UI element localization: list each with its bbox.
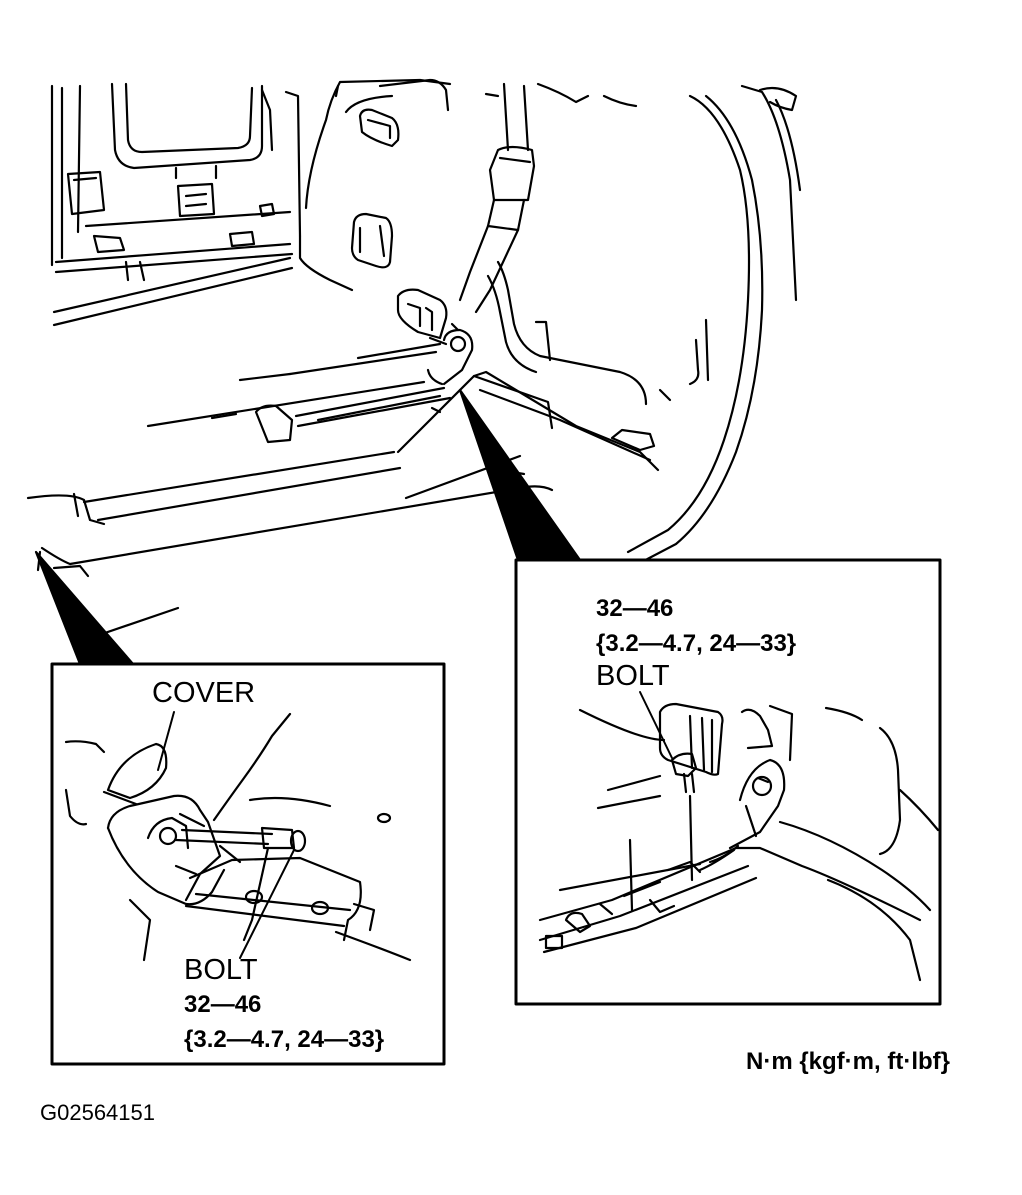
left-torque-nm: 32—46 bbox=[184, 991, 262, 1018]
rear-seat-back bbox=[50, 82, 302, 327]
side-trim-panel bbox=[298, 78, 452, 340]
figure-id-code: G02564151 bbox=[40, 1100, 155, 1125]
left-bolt-leader bbox=[239, 849, 295, 959]
seat-belt bbox=[450, 82, 536, 332]
quarter-panel bbox=[484, 82, 802, 568]
inset-right-detail bbox=[538, 702, 940, 982]
right-bolt-label: BOLT bbox=[596, 660, 670, 692]
inset-left-frame bbox=[50, 662, 446, 1066]
left-torque-alt: {3.2—4.7, 24—33} bbox=[184, 1026, 385, 1053]
anchor-bracket bbox=[426, 328, 474, 386]
left-bolt-label: BOLT bbox=[184, 954, 258, 986]
inset-right-frame bbox=[514, 558, 942, 1006]
right-bolt-leader bbox=[639, 691, 673, 759]
right-torque-alt: {3.2—4.7, 24—33} bbox=[596, 630, 797, 657]
cover-label: COVER bbox=[152, 677, 256, 709]
units-legend: N·m {kgf·m, ft·lbf} bbox=[746, 1048, 950, 1075]
inset-left-detail bbox=[64, 712, 412, 962]
right-torque-nm: 32—46 bbox=[596, 595, 674, 622]
cover-leader bbox=[157, 711, 175, 771]
